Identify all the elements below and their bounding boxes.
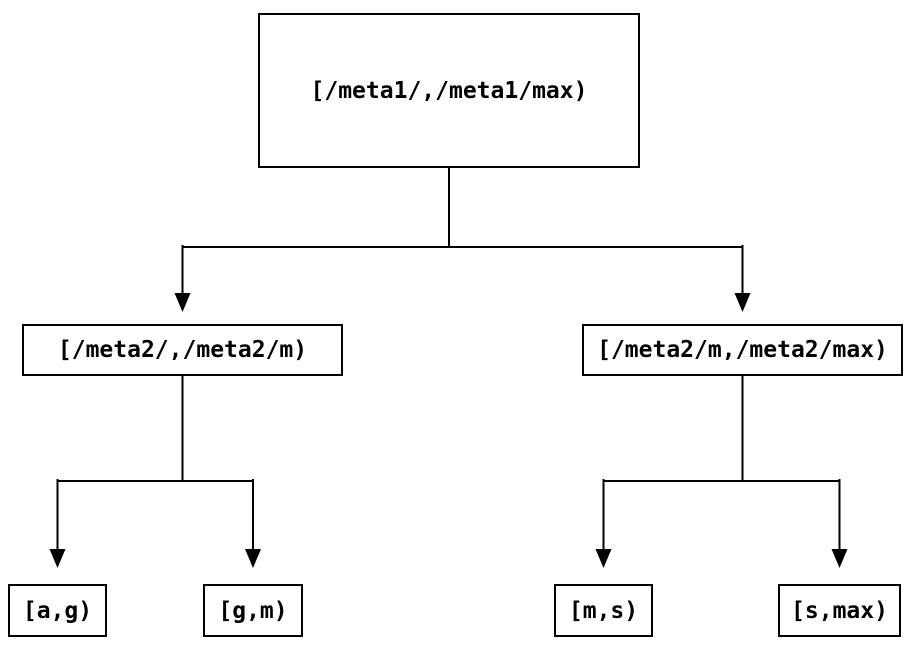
edge-root-to-level2 bbox=[181, 167, 744, 295]
arrowhead-down-icon bbox=[595, 549, 612, 568]
tree-node-leaf-ag: [a,g) bbox=[8, 584, 107, 637]
tree-node-label: [/meta2/m,/meta2/max) bbox=[597, 337, 888, 363]
tree-node-label: [/meta2/,/meta2/m) bbox=[57, 337, 308, 363]
tree-node-root: [/meta1/,/meta1/max) bbox=[258, 13, 640, 168]
tree-node-label: [m,s) bbox=[568, 597, 639, 624]
tree-node-meta2-low: [/meta2/,/meta2/m) bbox=[22, 324, 343, 376]
tree-node-label: [g,m) bbox=[218, 597, 288, 624]
arrowhead-down-icon bbox=[734, 293, 751, 312]
tree-node-meta2-high: [/meta2/m,/meta2/max) bbox=[582, 324, 903, 376]
arrowhead-down-icon bbox=[831, 549, 848, 568]
tree-node-label: [s,max) bbox=[791, 597, 888, 624]
tree-node-label: [a,g) bbox=[22, 597, 93, 624]
tree-node-leaf-ms: [m,s) bbox=[554, 584, 653, 637]
tree-node-label: [/meta1/,/meta1/max) bbox=[310, 77, 588, 104]
edge-left-to-leaves bbox=[56, 375, 254, 551]
arrowhead-down-icon bbox=[174, 293, 191, 312]
tree-node-leaf-smax: [s,max) bbox=[778, 584, 901, 637]
edge-right-to-leaves bbox=[602, 375, 841, 551]
tree-node-leaf-gm: [g,m) bbox=[203, 584, 303, 637]
arrowhead-down-icon bbox=[49, 549, 66, 568]
arrowhead-down-icon bbox=[245, 549, 261, 568]
